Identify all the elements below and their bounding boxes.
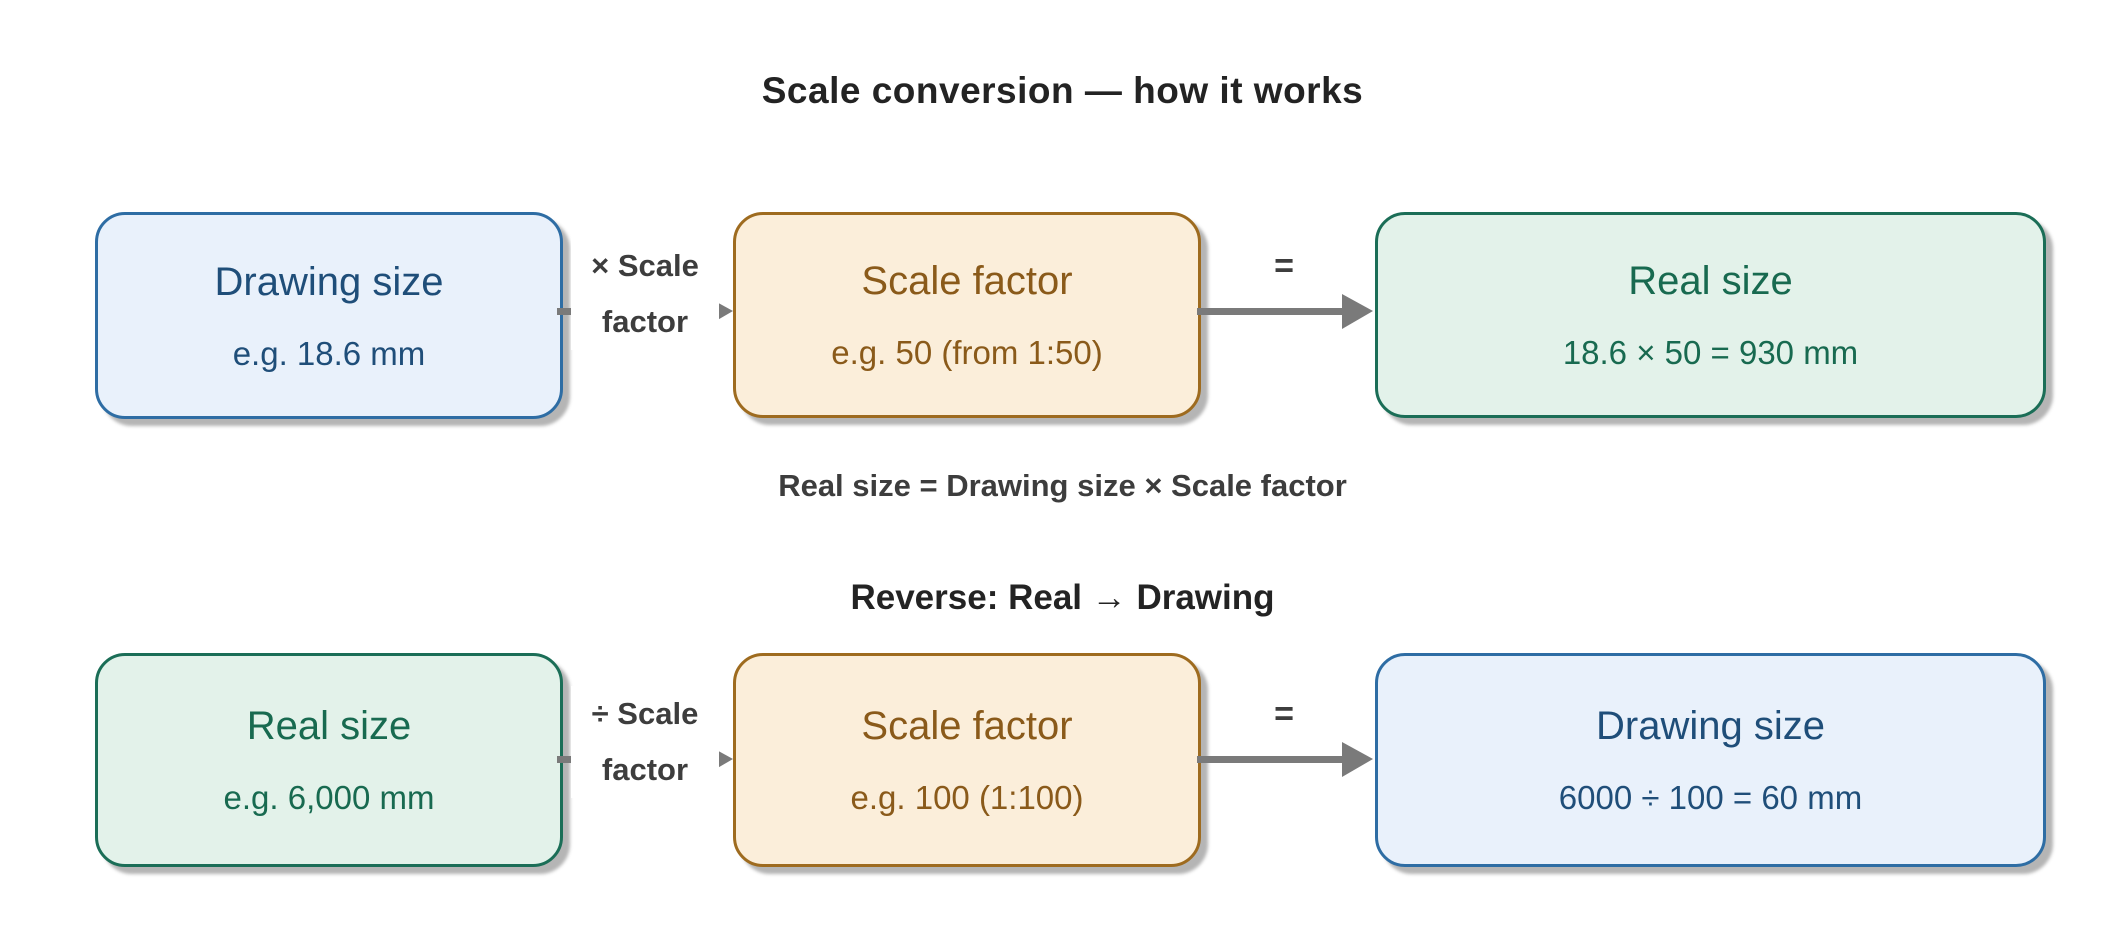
arrow-line: [1197, 756, 1347, 763]
row2-operator-label: ÷ Scale factor: [571, 686, 719, 798]
operator-label-line2: factor: [601, 304, 689, 339]
arrow-head-icon: [1342, 294, 1373, 329]
row1-scale-factor-example: e.g. 50 (from 1:50): [831, 334, 1103, 372]
operator-label-line2: factor: [601, 752, 689, 787]
row1-scale-factor-box: Scale factor e.g. 50 (from 1:50): [733, 212, 1201, 418]
row1-drawing-size-title: Drawing size: [214, 259, 444, 304]
row2-scale-factor-box: Scale factor e.g. 100 (1:100): [733, 653, 1201, 867]
row2-scale-factor-title: Scale factor: [861, 704, 1073, 749]
operator-label-line1: ÷ Scale: [591, 696, 699, 731]
section2-title: Reverse: Real → Drawing: [850, 578, 1275, 617]
row2-equals-arrow-icon: [1197, 742, 1373, 777]
row2-real-size-box: Real size e.g. 6,000 mm: [95, 653, 563, 867]
row1-real-size-title: Real size: [1628, 259, 1793, 304]
operator-label-line1: × Scale: [591, 248, 699, 283]
row1-operator-label: × Scale factor: [571, 238, 719, 350]
row1-equals-arrow-icon: [1197, 294, 1373, 329]
row2-drawing-size-box: Drawing size 6000 ÷ 100 = 60 mm: [1375, 653, 2046, 867]
arrow-line: [1197, 308, 1347, 315]
row1-scale-factor-title: Scale factor: [861, 259, 1073, 304]
row1-equals-label: =: [1274, 247, 1294, 285]
row2-scale-factor-example: e.g. 100 (1:100): [850, 779, 1084, 817]
row2-drawing-size-example: 6000 ÷ 100 = 60 mm: [1558, 779, 1863, 817]
page-title: Scale conversion — how it works: [761, 70, 1364, 111]
row1-drawing-size-box: Drawing size e.g. 18.6 mm: [95, 212, 563, 419]
row2-drawing-size-title: Drawing size: [1596, 704, 1825, 749]
formula-caption: Real size = Drawing size × Scale factor: [778, 468, 1347, 503]
row1-drawing-size-example: e.g. 18.6 mm: [232, 334, 426, 372]
row1-real-size-example: 18.6 × 50 = 930 mm: [1562, 334, 1859, 372]
row2-equals-label: =: [1274, 695, 1294, 733]
row2-real-size-example: e.g. 6,000 mm: [223, 779, 435, 817]
row1-real-size-box: Real size 18.6 × 50 = 930 mm: [1375, 212, 2046, 418]
arrow-head-icon: [1342, 742, 1373, 777]
row2-real-size-title: Real size: [246, 704, 412, 749]
